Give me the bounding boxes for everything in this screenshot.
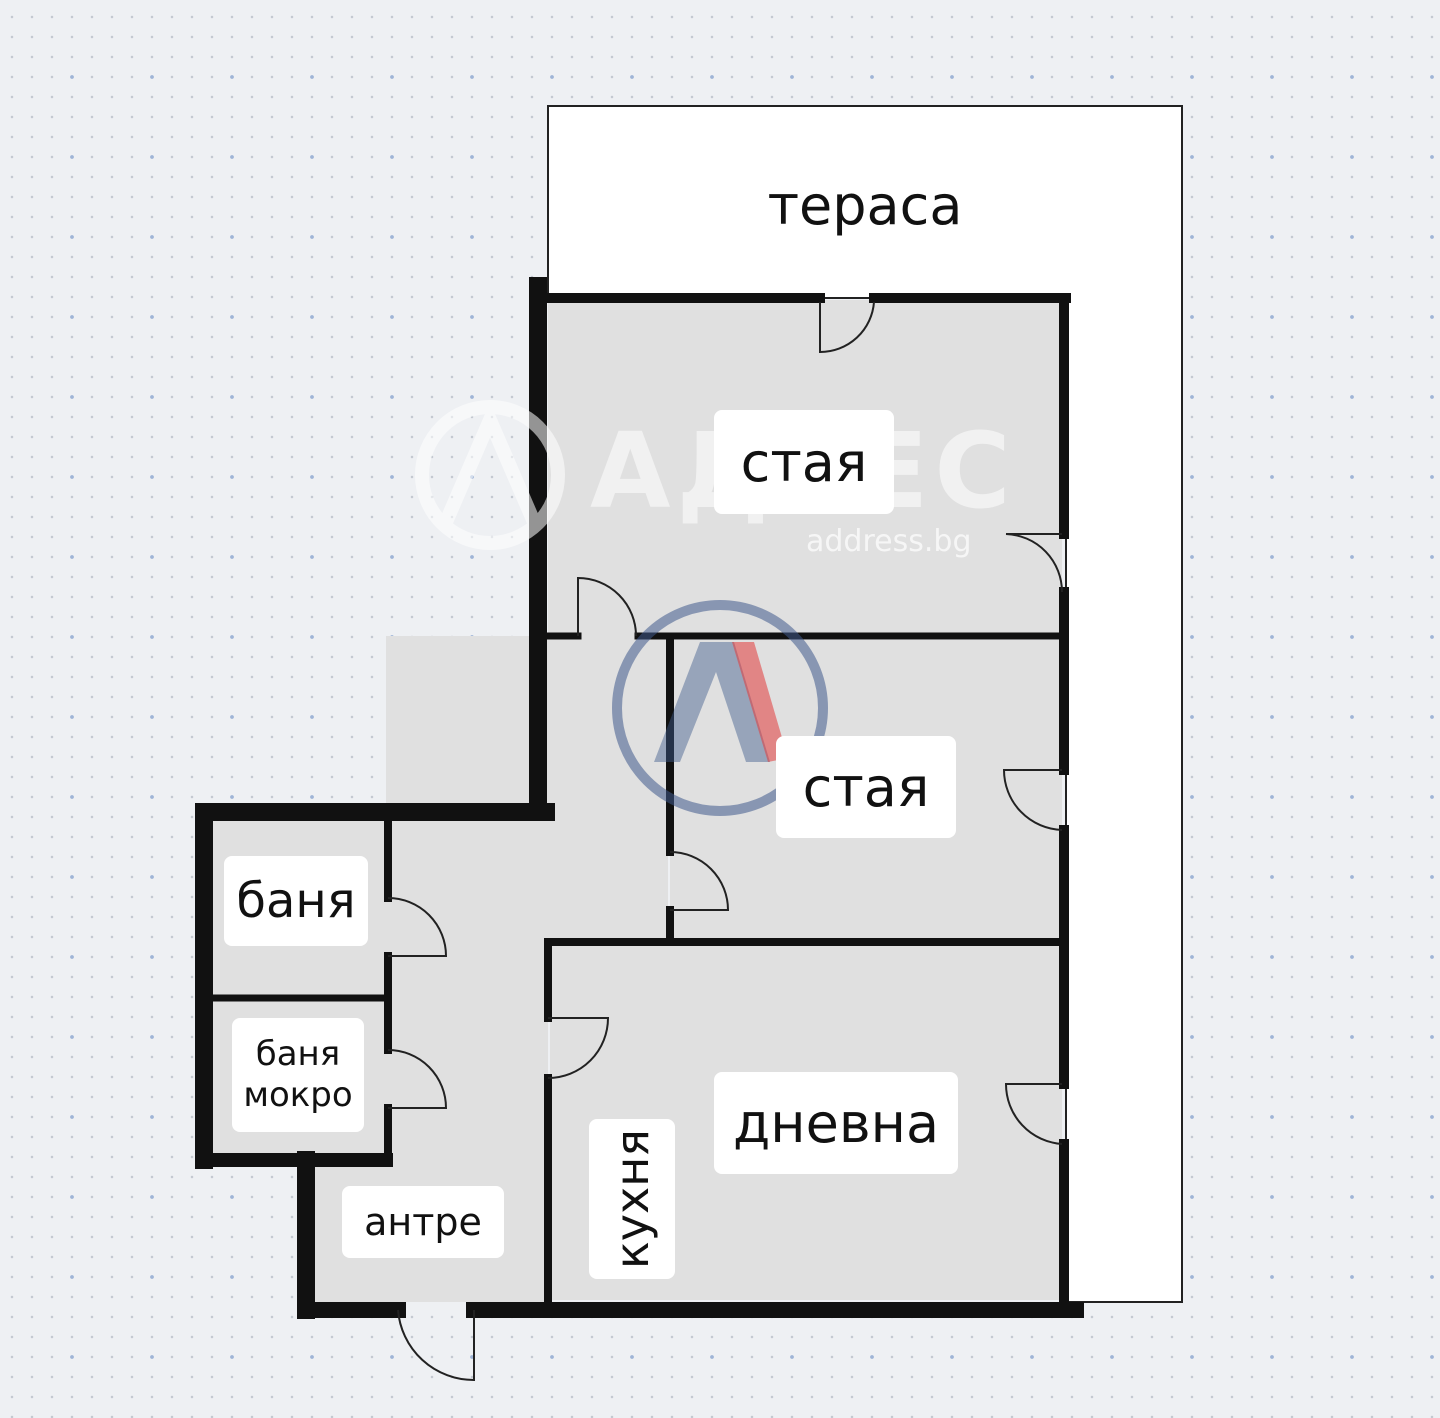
label-bathroom: баня (224, 856, 368, 946)
label-hallway: антре (342, 1186, 504, 1258)
walls (195, 277, 1084, 1319)
label-terrace: тераса (740, 158, 990, 252)
logo-red-stroke (732, 642, 788, 762)
door-bathroom (387, 897, 448, 957)
door-wet-bathroom (387, 1049, 448, 1109)
logo-circle (612, 600, 828, 816)
label-wet-bathroom-line2: мокро (243, 1075, 353, 1115)
door-terrace-top (819, 301, 875, 354)
label-room-top: стая (714, 410, 894, 514)
door-room-middle-right (1002, 769, 1063, 831)
door-room-top-hall (577, 576, 637, 637)
door-swings (387, 301, 1063, 1382)
label-living: дневна (714, 1072, 958, 1174)
label-kitchen: кухня (589, 1119, 675, 1279)
watermark-ghost-a (439, 402, 541, 525)
door-living-hall (547, 1017, 610, 1079)
watermark-site: address.bg (806, 524, 972, 559)
corridor-upper-floor (548, 636, 668, 942)
watermark-center-logo (612, 600, 828, 816)
label-wet-bathroom-line1: баня (255, 1034, 341, 1075)
door-room-top-right (1005, 533, 1063, 593)
label-wet-bathroom: баня мокро (232, 1018, 364, 1132)
door-room-middle-hall (669, 851, 730, 911)
label-room-middle: стая (776, 736, 956, 838)
watermark-ghost-logo (415, 400, 565, 550)
door-entrance (397, 1309, 475, 1382)
door-living-right (1004, 1083, 1063, 1145)
